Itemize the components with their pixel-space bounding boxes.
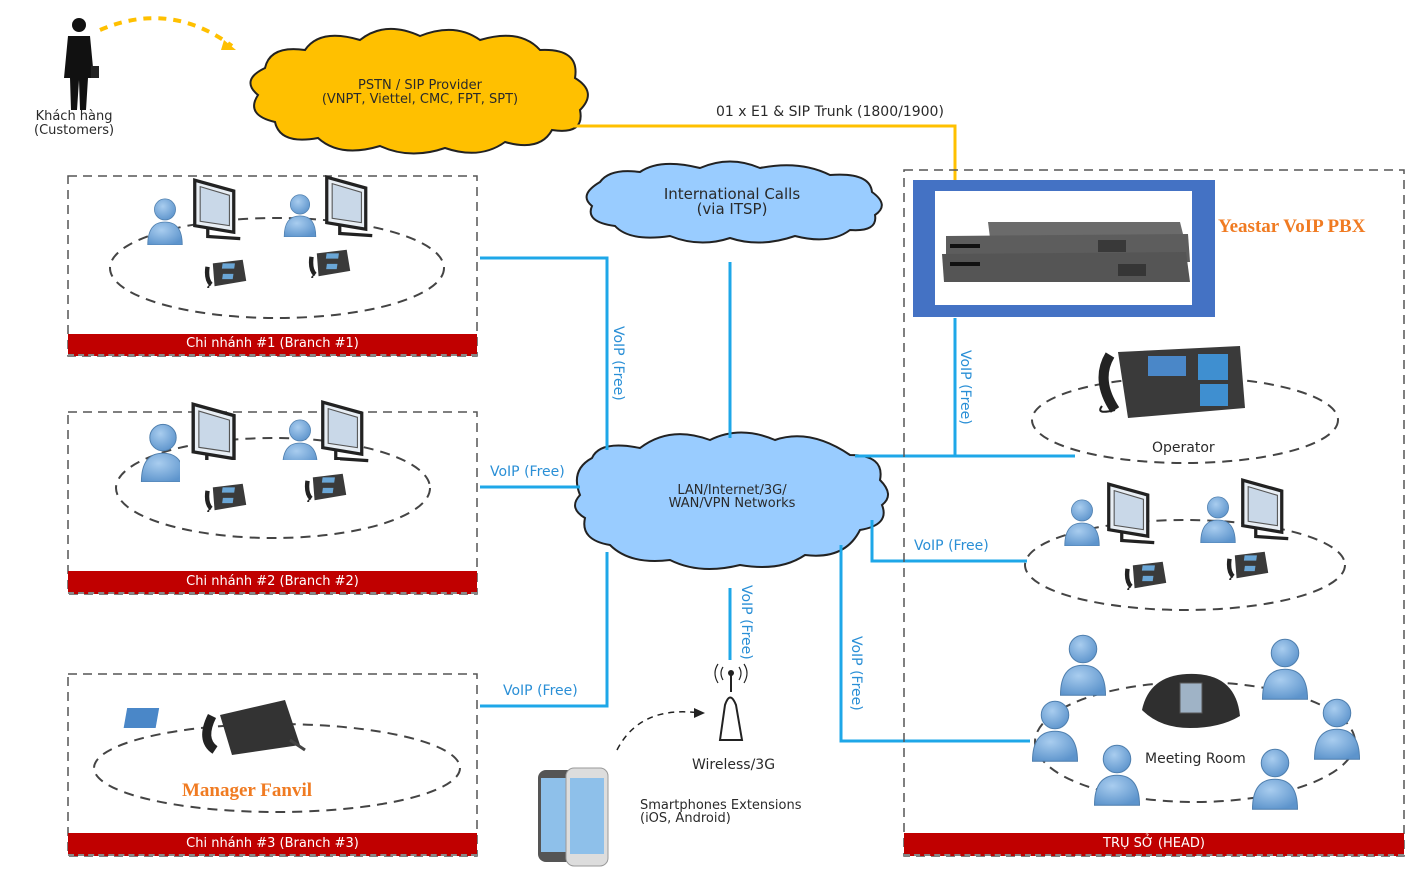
- meeting-room-label: Meeting Room: [1145, 751, 1246, 767]
- operator-phone-icon: [1098, 346, 1245, 418]
- arrowhead-icon: [694, 708, 705, 718]
- head-users-devices: [1064, 478, 1290, 590]
- customer-figure-icon: [64, 18, 99, 110]
- computer-icon: [193, 178, 242, 241]
- voip-label-branch3: VoIP (Free): [503, 683, 578, 699]
- head-bar: TRỤ SỞ (HEAD): [904, 833, 1404, 856]
- user-icon: [282, 419, 318, 466]
- intl-cloud-label: International Calls (via ITSP): [632, 187, 832, 217]
- voip-label-meeting: VoIP (Free): [848, 636, 864, 711]
- user-icon: [1064, 499, 1100, 546]
- pstn-cloud-label: PSTN / SIP Provider (VNPT, Viettel, CMC,…: [290, 79, 550, 107]
- smartphone-link-arrow: [616, 711, 701, 751]
- branch-frames: [67, 169, 1405, 857]
- ip-phone-icon: [311, 250, 350, 278]
- intl-label-line1: International Calls: [663, 185, 801, 203]
- computer-icon: [191, 402, 243, 468]
- operator-label: Operator: [1152, 440, 1215, 456]
- wireless-label: Wireless/3G: [692, 757, 776, 773]
- branch1-bar: Chi nhánh #1 (Branch #1): [68, 334, 477, 356]
- user-icon: [283, 194, 317, 237]
- customer-label-line2: (Customers): [34, 123, 115, 138]
- trunk-line: [552, 124, 957, 180]
- computer-icon: [325, 175, 374, 238]
- wireless-tower-icon: [714, 663, 748, 741]
- user-icon: [147, 198, 183, 245]
- smartphones-label-line2: (iOS, Android): [640, 811, 731, 826]
- network-label-line1: LAN/Internet/3G/: [677, 483, 787, 498]
- user-icon: [1031, 700, 1079, 762]
- user-icon: [1313, 698, 1361, 760]
- customer-label-line1: Khách hàng: [35, 109, 113, 124]
- computer-icon: [321, 400, 370, 463]
- branch3-bar: Chi nhánh #3 (Branch #3): [68, 833, 477, 856]
- user-icon: [1200, 496, 1236, 543]
- network-label-line2: WAN/VPN Networks: [668, 496, 796, 511]
- voip-label-wireless: VoIP (Free): [738, 585, 754, 660]
- ip-phone-icon: [207, 260, 246, 288]
- manager-phone-icon: [123, 700, 306, 755]
- computer-icon: [1241, 478, 1290, 541]
- voip-links: [480, 256, 1075, 743]
- meeting-room-group: [1031, 634, 1361, 810]
- branch2-bar: Chi nhánh #2 (Branch #2): [68, 571, 477, 594]
- computer-icon: [1107, 482, 1156, 545]
- network-cloud-label: LAN/Internet/3G/ WAN/VPN Networks: [632, 484, 832, 510]
- arrowhead-icon: [221, 40, 236, 50]
- pstn-label-line1: PSTN / SIP Provider: [358, 78, 482, 93]
- intl-cloud-shape: [585, 160, 883, 244]
- intl-label-line2: (via ITSP): [696, 200, 768, 218]
- network-cloud-shape: [574, 431, 889, 570]
- user-icon: [140, 423, 186, 482]
- customer-label: Khách hàng (Customers): [34, 110, 114, 138]
- pstn-label-line2: (VNPT, Viettel, CMC, FPT, SPT): [321, 92, 519, 107]
- smartphones-icon: [538, 767, 609, 867]
- user-icon: [1261, 638, 1309, 700]
- user-icon: [1251, 748, 1299, 810]
- manager-fanvil-label: Manager Fanvil: [182, 780, 313, 801]
- smartphones-label-line1: Smartphones Extensions: [640, 798, 802, 813]
- smartphones-label: Smartphones Extensions (iOS, Android): [640, 799, 802, 825]
- ip-phone-icon: [1229, 552, 1268, 580]
- trunk-label: 01 x E1 & SIP Trunk (1800/1900): [716, 104, 944, 120]
- branch2-devices: [140, 400, 370, 512]
- ip-phone-icon: [1127, 562, 1166, 590]
- user-icon: [1059, 634, 1107, 696]
- voip-label-branch1: VoIP (Free): [610, 326, 626, 401]
- voip-label-pbx: VoIP (Free): [957, 350, 973, 425]
- branch1-devices: [147, 175, 374, 288]
- user-icon: [1093, 744, 1141, 806]
- pbx-label: Yeastar VoIP PBX: [1218, 216, 1366, 237]
- voip-label-head-users: VoIP (Free): [914, 538, 989, 554]
- customer-call-arrow: [99, 16, 234, 48]
- voip-label-branch2: VoIP (Free): [490, 464, 565, 480]
- pbx-device-icon: [942, 222, 1190, 282]
